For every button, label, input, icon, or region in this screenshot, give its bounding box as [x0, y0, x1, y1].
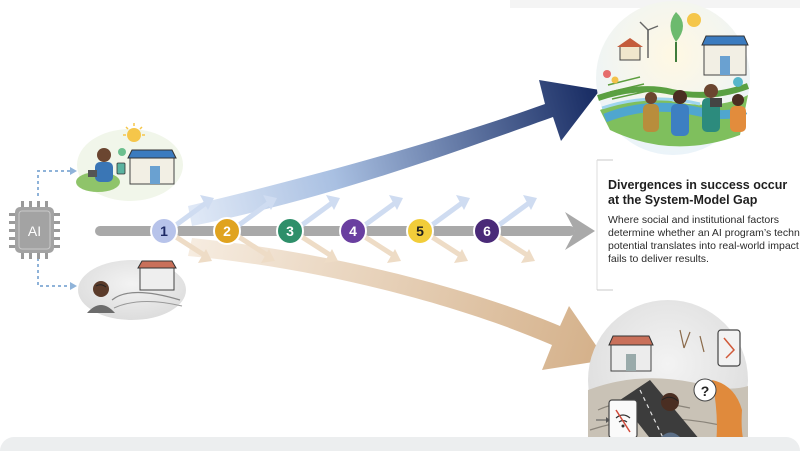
milestone-node-label-5: 5: [416, 223, 424, 239]
branch-arrow-down-5: [429, 234, 468, 263]
branch-arrow-down-1: [173, 234, 212, 263]
branch-arrow-up-3: [299, 195, 340, 228]
milestone-node-circle-2: [213, 217, 241, 245]
failure-trajectory-arrow: [188, 238, 606, 370]
milestone-node-3: 3: [276, 217, 304, 245]
small-market-illustration: [76, 123, 183, 201]
branch-arrow-up-2: [236, 195, 277, 228]
callout-body: Where social and institutional factors d…: [608, 214, 800, 266]
svg-text:?: ?: [701, 383, 710, 399]
branch-arrow-up-4: [362, 195, 403, 228]
bottom-panel-edge: [0, 437, 800, 451]
branch-arrow-up-1: [173, 195, 214, 228]
milestone-node-circle-3: [276, 217, 304, 245]
milestone-node-label-1: 1: [160, 223, 168, 239]
milestone-node-label-3: 3: [286, 223, 294, 239]
small-worried-farmer-illustration: [78, 260, 186, 320]
milestone-nodes: 1 2 3 4 5 6: [150, 217, 501, 245]
milestone-node-label-6: 6: [483, 223, 491, 239]
dashed-connector-down: [37, 258, 77, 290]
callout-title-line-2: at the System-Model Gap: [608, 193, 758, 207]
milestone-node-label-2: 2: [223, 223, 231, 239]
branch-arrow-down-2: [236, 234, 275, 263]
callout-text-block: Divergences in success occur at the Syst…: [608, 178, 800, 266]
thriving-farm-community-illustration: [596, 1, 750, 155]
branch-arrow-down-4: [362, 234, 401, 263]
ai-chip-label: AI: [28, 223, 41, 239]
milestone-node-circle-4: [339, 217, 367, 245]
branch-arrow-down-3: [299, 234, 338, 263]
ai-chip-icon: AI: [9, 201, 60, 259]
milestone-node-circle-5: [406, 217, 434, 245]
milestone-node-2: 2: [213, 217, 241, 245]
milestone-node-6: 6: [473, 217, 501, 245]
callout-body-line-1: Where social and institutional factors: [608, 214, 779, 226]
callout-title-line-1: Divergences in success occur: [608, 178, 788, 192]
milestone-node-4: 4: [339, 217, 367, 245]
milestone-node-1: 1: [150, 217, 178, 245]
branch-arrow-up-5: [429, 195, 470, 228]
node-branch-arrows: [173, 195, 537, 263]
milestone-node-circle-6: [473, 217, 501, 245]
callout-body-line-4: fails to deliver results.: [608, 253, 709, 265]
milestone-node-5: 5: [406, 217, 434, 245]
drought-community-illustration: ?: [588, 300, 748, 451]
callout-title: Divergences in success occur at the Syst…: [608, 178, 800, 208]
milestone-node-circle-1: [150, 217, 178, 245]
callout-body-line-2: determine whether an AI program’s techni: [608, 227, 800, 239]
branch-arrow-down-6: [496, 234, 535, 263]
callout-body-line-3: potential translates into real-world imp…: [608, 240, 799, 252]
branch-arrow-up-6: [496, 195, 537, 228]
callout-bracket: [596, 159, 613, 291]
milestone-node-label-4: 4: [349, 223, 357, 239]
dashed-connector-up: [37, 167, 77, 196]
success-trajectory-arrow: [188, 80, 600, 226]
